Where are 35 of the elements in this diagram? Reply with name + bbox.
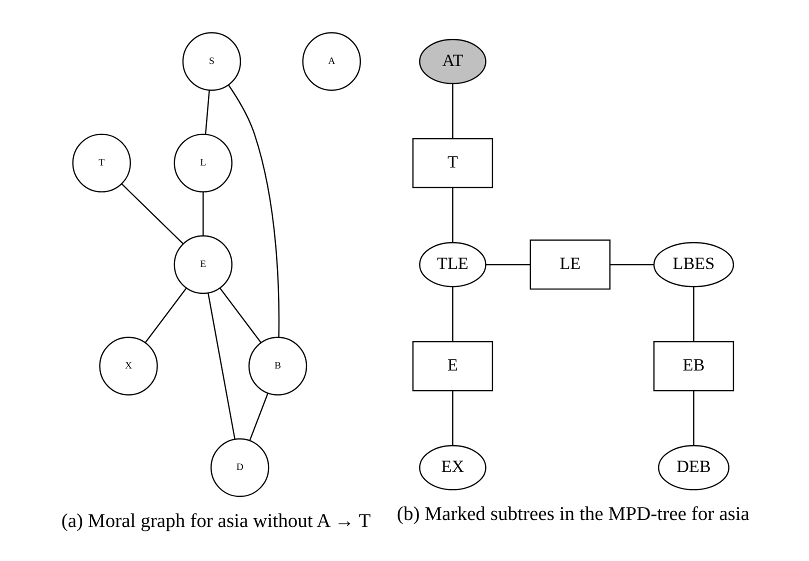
node-ellipse: DEB xyxy=(657,445,729,490)
connector xyxy=(219,288,261,343)
node-circle: X xyxy=(98,336,158,396)
node-ellipse: EX xyxy=(418,445,486,490)
node-box: E xyxy=(412,341,493,392)
connector xyxy=(248,393,268,441)
connector xyxy=(485,264,530,266)
label: (a) Moral graph for asia without A → T xyxy=(60,510,370,532)
node-circle: B xyxy=(248,336,307,396)
node-circle: E xyxy=(173,235,232,294)
node-circle: A xyxy=(302,32,360,91)
connector xyxy=(120,183,184,244)
connector xyxy=(228,84,280,338)
label: (b) Marked subtrees in the MPD-tree for asia xyxy=(396,504,749,526)
node-circle: L xyxy=(173,134,232,192)
connector xyxy=(452,84,453,138)
node-box: EB xyxy=(652,341,734,392)
connector xyxy=(692,390,694,446)
node-circle: D xyxy=(210,438,269,498)
connector xyxy=(452,188,453,242)
connector xyxy=(144,288,186,343)
connector xyxy=(692,286,694,342)
node-box: T xyxy=(412,138,493,188)
connector xyxy=(204,90,210,134)
connector xyxy=(452,286,453,342)
node-ellipse: LBES xyxy=(652,242,734,288)
connector xyxy=(207,293,235,440)
node-box: LE xyxy=(529,240,610,290)
node-circle: T xyxy=(72,134,130,192)
node-ellipse: TLE xyxy=(418,242,486,288)
node-circle: S xyxy=(182,32,241,91)
connector xyxy=(452,390,453,446)
connector xyxy=(202,192,204,236)
connector xyxy=(610,264,654,266)
node-ellipse: AT xyxy=(418,38,486,84)
